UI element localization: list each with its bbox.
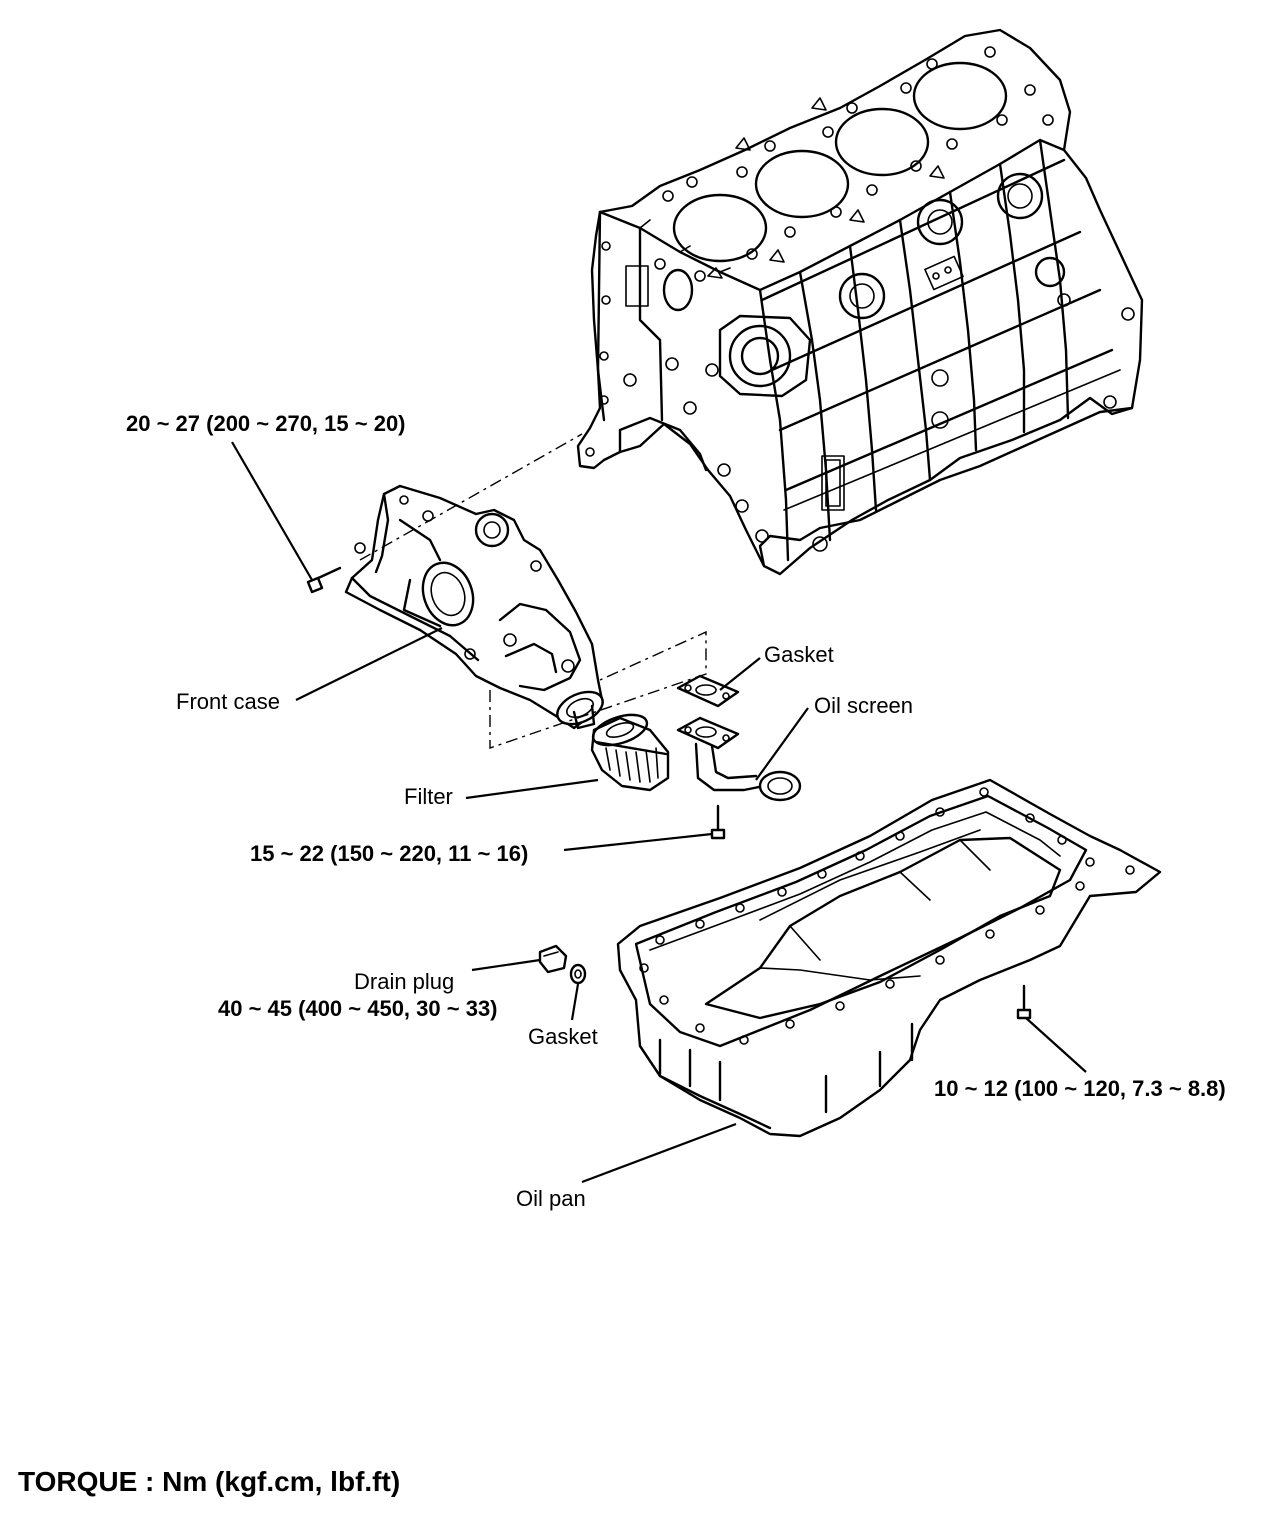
oil-pan-drawing (616, 778, 1162, 1138)
screen-gasket-label: Gasket (764, 642, 834, 667)
filter-drawing (590, 713, 670, 792)
screen-gasket-drawing (676, 674, 740, 708)
oil-screen-drawing (676, 716, 802, 840)
drain-gasket-drawing (569, 963, 587, 985)
drain-gasket-label: Gasket (528, 1024, 598, 1049)
oil-screen-bolt-torque-label: 15 ~ 22 (150 ~ 220, 11 ~ 16) (250, 841, 529, 866)
leader-lines (231, 441, 1087, 1184)
filter-label: Filter (404, 784, 453, 809)
drain-plug-label: Drain plug (354, 969, 455, 994)
oil-pan-label: Oil pan (516, 1186, 586, 1211)
front-case-bolt-torque-label: 20 ~ 27 (200 ~ 270, 15 ~ 20) (126, 411, 406, 436)
engine-block-drawing (576, 28, 1144, 576)
drain-plug-torque-label: 40 ~ 45 (400 ~ 450, 30 ~ 33) (218, 996, 498, 1021)
front-case-label: Front case (176, 689, 280, 714)
drain-plug-drawing (538, 944, 568, 974)
alignment-lines (359, 433, 707, 749)
oil-pan-bolt-torque-label: 10 ~ 12 (100 ~ 120, 7.3 ~ 8.8) (934, 1076, 1226, 1101)
oil-screen-label: Oil screen (814, 693, 914, 718)
torque-units-note: TORQUE : Nm (kgf.cm, lbf.ft) (18, 1466, 401, 1497)
front-case-drawing (344, 484, 604, 730)
front-case-bolt-drawing (306, 566, 342, 594)
